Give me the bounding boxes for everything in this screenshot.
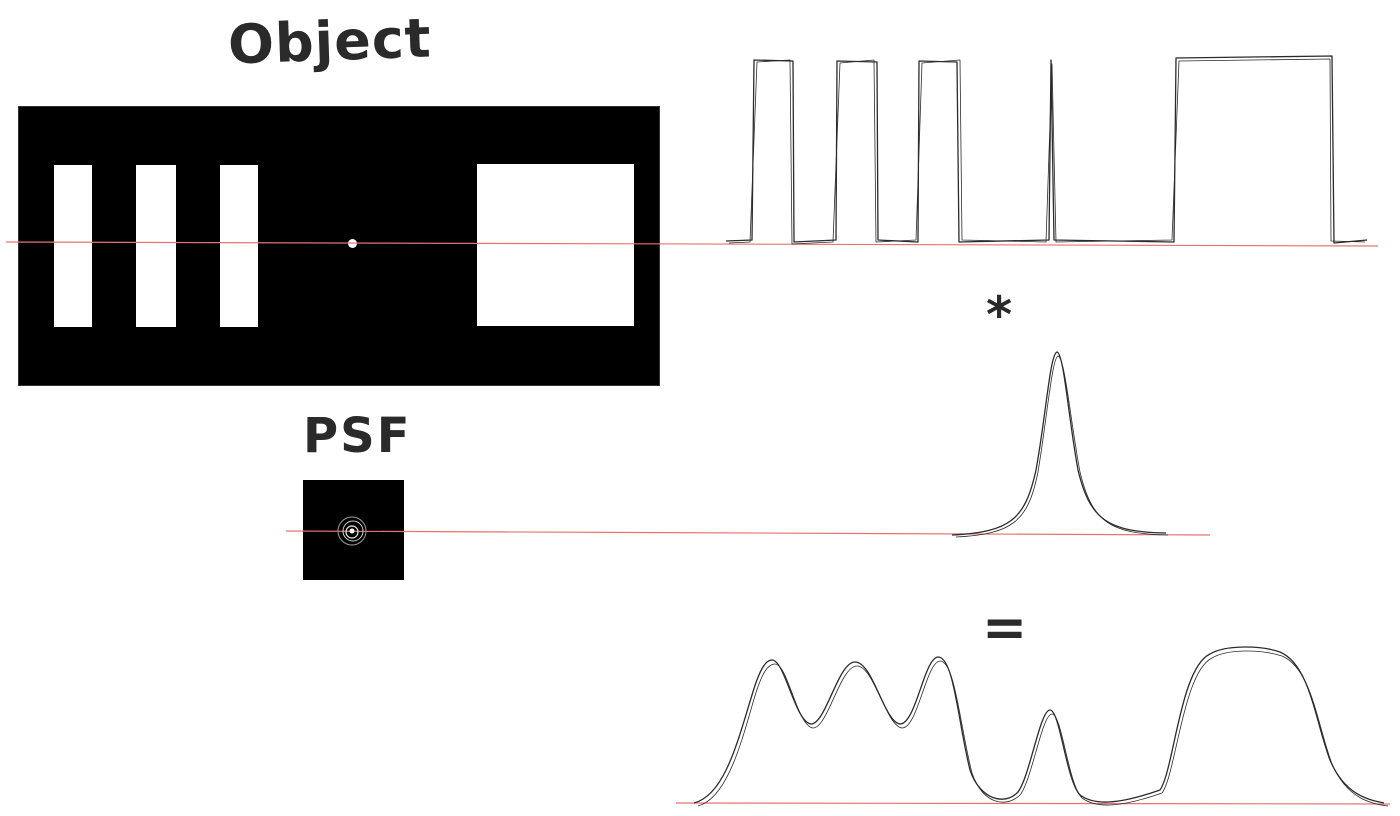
object-profile <box>725 55 1368 245</box>
psf-title: PSF <box>303 408 412 464</box>
psf-spot <box>337 516 367 546</box>
object-square <box>477 164 634 326</box>
result-profile <box>693 646 1389 807</box>
result-baseline <box>675 802 1391 805</box>
object-panel <box>18 106 660 386</box>
object-scan-line <box>5 241 1379 247</box>
object-slit-1 <box>54 165 92 327</box>
equals-operator: = <box>982 596 1028 659</box>
object-slit-2 <box>136 165 176 327</box>
convolution-operator: * <box>986 286 1013 344</box>
psf-profile <box>951 351 1169 538</box>
object-slit-3 <box>220 165 258 327</box>
psf-scan-line <box>285 530 1211 536</box>
